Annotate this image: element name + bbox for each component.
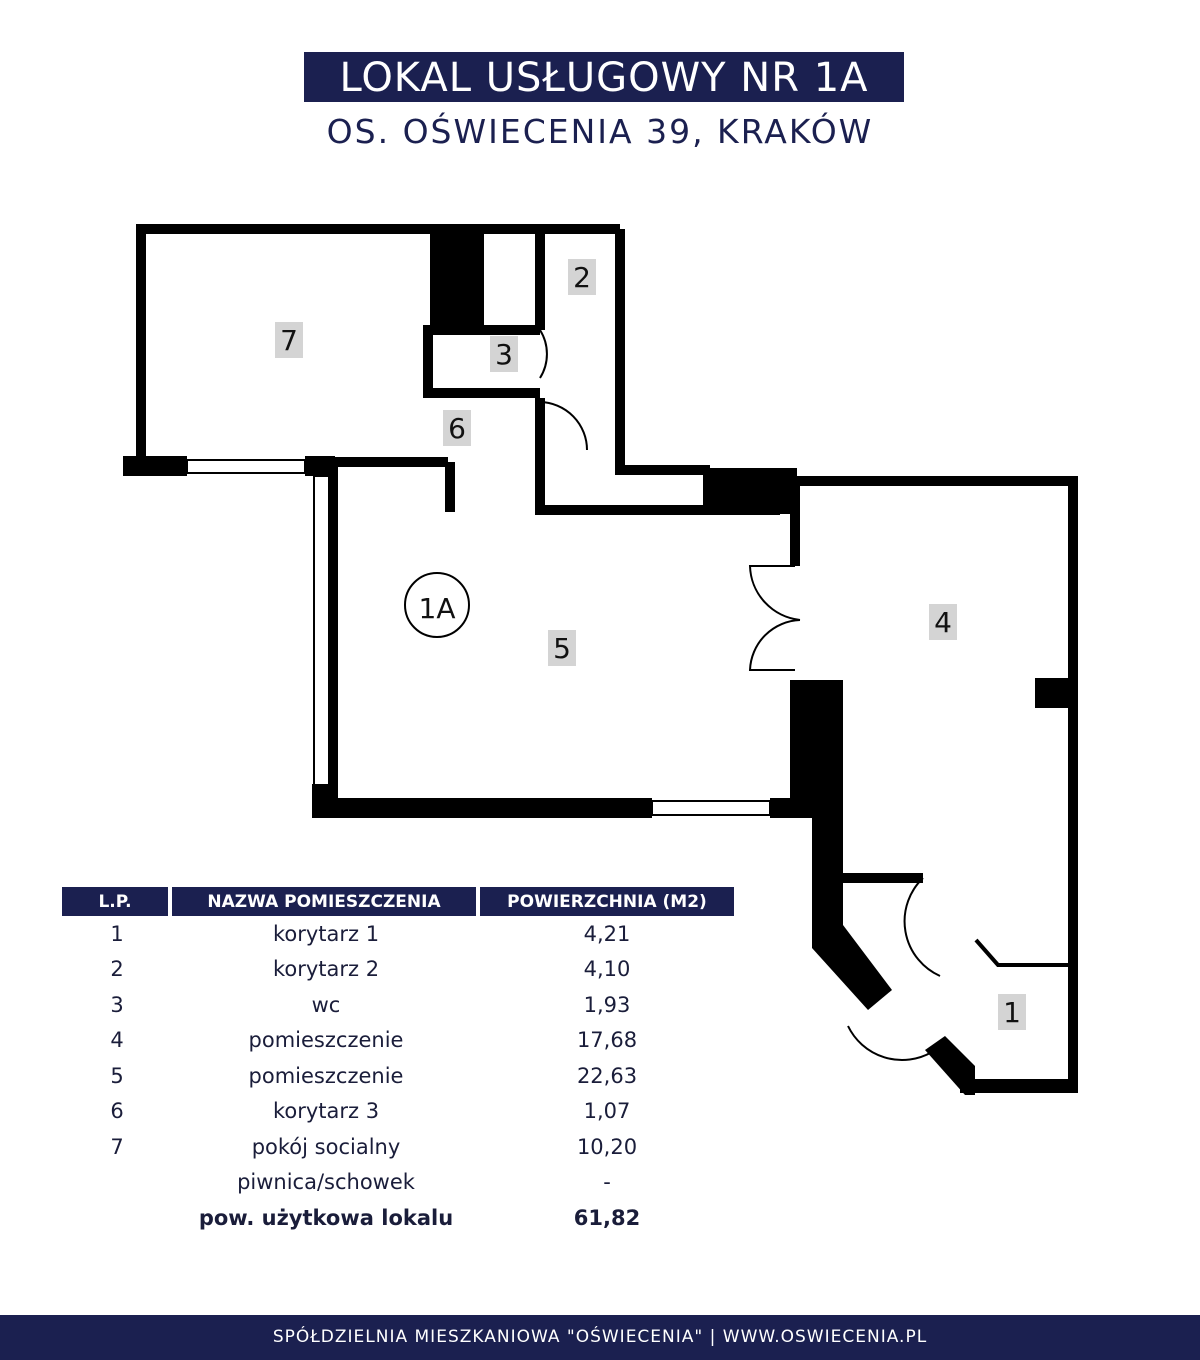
room-label-4: 4 — [934, 606, 952, 639]
wall-block — [1035, 678, 1071, 708]
table-body: 1 korytarz 1 4,21 2 korytarz 2 4,10 3 wc 1,93 4 po… — [62, 916, 734, 1236]
total-row: pow. użytkowa lokalu 61,82 — [62, 1200, 734, 1236]
col-header-area: POWIERZCHNIA (M2) — [480, 887, 734, 916]
footer: SPÓŁDZIELNIA MIESZKANIOWA "OŚWIECENIA" |… — [0, 1315, 1200, 1360]
address-subtitle: OS. OŚWIECENIA 39, KRAKÓW — [326, 112, 874, 151]
wall-corridor-2 — [615, 229, 710, 475]
cell-lp: 6 — [110, 1099, 124, 1124]
window — [186, 459, 306, 474]
door-swing — [748, 565, 801, 621]
cell-area: 4,10 — [583, 957, 631, 982]
cell-area: 4,21 — [583, 921, 631, 946]
cell-name: wc — [311, 992, 341, 1017]
wall-block — [770, 798, 790, 818]
door-swing — [748, 619, 801, 671]
cell-lp — [62, 1165, 172, 1201]
window — [651, 800, 771, 816]
door-swing — [847, 1025, 933, 1061]
table-row: 5 pomieszczenie 22,63 — [62, 1058, 734, 1094]
door-swing — [539, 329, 548, 379]
wall-room-7 — [136, 224, 620, 462]
table-row: piwnica/schowek - — [62, 1165, 734, 1201]
table-header-row: L.P. NAZWA POMIESZCZENIA POWIERZCHNIA (M… — [62, 887, 734, 916]
cell-area: 1,93 — [583, 992, 631, 1017]
room-labels: 2 7 3 6 4 5 1 — [275, 259, 1026, 1030]
col-header-name: NAZWA POMIESZCZENIA — [172, 887, 480, 916]
room-label-7: 7 — [280, 324, 298, 357]
cell-lp: 5 — [110, 1063, 124, 1088]
room-table: L.P. NAZWA POMIESZCZENIA POWIERZCHNIA (M… — [62, 887, 734, 1236]
wall-corridor-1-slant-low — [925, 1036, 975, 1095]
wall-block — [790, 680, 843, 818]
wall-room-5-bottom — [312, 798, 652, 818]
cell-total-empty — [62, 1200, 172, 1236]
room-label-6: 6 — [448, 412, 466, 445]
wall-block — [123, 456, 187, 476]
cell-name: pomieszczenie — [248, 1063, 404, 1088]
table-row: 3 wc 1,93 — [62, 987, 734, 1023]
room-label-2: 2 — [573, 261, 591, 294]
door-swing — [903, 877, 941, 977]
cell-lp: 1 — [110, 921, 124, 946]
wall-room-4-top — [790, 476, 1078, 1093]
cell-lp: 2 — [110, 957, 124, 982]
window — [313, 475, 330, 787]
table-row: 1 korytarz 1 4,21 — [62, 916, 734, 952]
room-label-3: 3 — [495, 338, 513, 371]
floor-plan: 1A 2 7 3 6 4 5 1 — [123, 224, 1078, 1095]
cell-lp: 4 — [110, 1028, 124, 1053]
cell-total-label: pow. użytkowa lokalu — [198, 1205, 454, 1230]
page-title: LOKAL USŁUGOWY NR 1A — [304, 52, 904, 102]
cell-name: korytarz 1 — [272, 921, 380, 946]
col-header-lp: L.P. — [62, 887, 172, 916]
cell-lp: 7 — [110, 1134, 124, 1159]
wall-block — [430, 229, 484, 326]
cell-area: 1,07 — [583, 1099, 631, 1124]
table-row: 4 pomieszczenie 17,68 — [62, 1023, 734, 1059]
wall-corridor-1-slant — [812, 818, 892, 1010]
cell-area: - — [603, 1170, 611, 1195]
table-row: 6 korytarz 3 1,07 — [62, 1094, 734, 1130]
cell-area: 10,20 — [576, 1134, 638, 1159]
cell-area: 22,63 — [576, 1063, 638, 1088]
cell-name: korytarz 2 — [272, 957, 380, 982]
wall-wc — [423, 325, 540, 398]
wall-block — [305, 456, 335, 476]
door-swing — [539, 401, 588, 451]
table-row: 7 pokój socialny 10,20 — [62, 1129, 734, 1165]
cell-name: pokój socialny — [251, 1134, 401, 1159]
unit-label: 1A — [419, 592, 456, 625]
room-label-5: 5 — [553, 632, 571, 665]
wall-corridor-2-inner-low — [535, 398, 780, 515]
cell-name: piwnica/schowek — [237, 1170, 415, 1195]
wall-corridor-1-inner — [974, 938, 1073, 967]
cell-name: korytarz 3 — [272, 1099, 380, 1124]
table-row: 2 korytarz 2 4,10 — [62, 952, 734, 988]
cell-area: 17,68 — [576, 1028, 638, 1053]
wall-block — [703, 468, 797, 514]
room-label-1: 1 — [1003, 996, 1021, 1029]
unit-badge — [404, 572, 470, 638]
cell-lp: 3 — [110, 992, 124, 1017]
cell-total-value: 61,82 — [573, 1205, 641, 1230]
cell-name: pomieszczenie — [248, 1028, 404, 1053]
